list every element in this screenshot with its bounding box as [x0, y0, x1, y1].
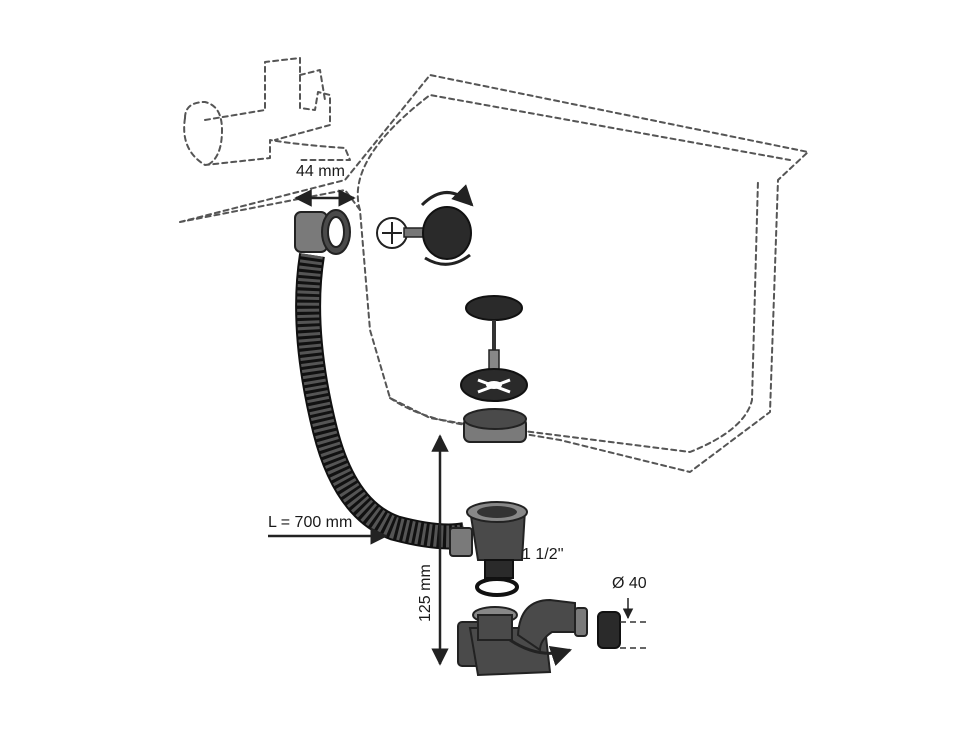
hose-length-dimension: L = 700 mm — [268, 514, 388, 545]
faucet-outline — [183, 57, 351, 167]
hose-length-label: L = 700 mm — [268, 514, 352, 531]
overflow-knob — [376, 184, 474, 266]
drain-thread-label: 1 1/2'' — [522, 546, 564, 563]
outlet-diameter-label: Ø 40 — [612, 575, 647, 592]
drain-plug-assembly — [460, 295, 528, 443]
bathtub-outline — [179, 74, 809, 473]
hose-diameter-label: 44 mm — [296, 163, 345, 180]
outlet-centerlines — [620, 598, 650, 649]
hose-diameter-dimension: 44 mm — [294, 163, 356, 207]
siphon-trap — [457, 598, 621, 677]
o-ring-washer — [475, 577, 519, 597]
drain-outlet — [449, 501, 528, 579]
overflow-head — [294, 209, 351, 255]
trap-height-label: 125 mm — [417, 564, 434, 622]
trap-height-dimension: 125 mm — [417, 434, 449, 666]
overflow-hose — [295, 252, 468, 550]
